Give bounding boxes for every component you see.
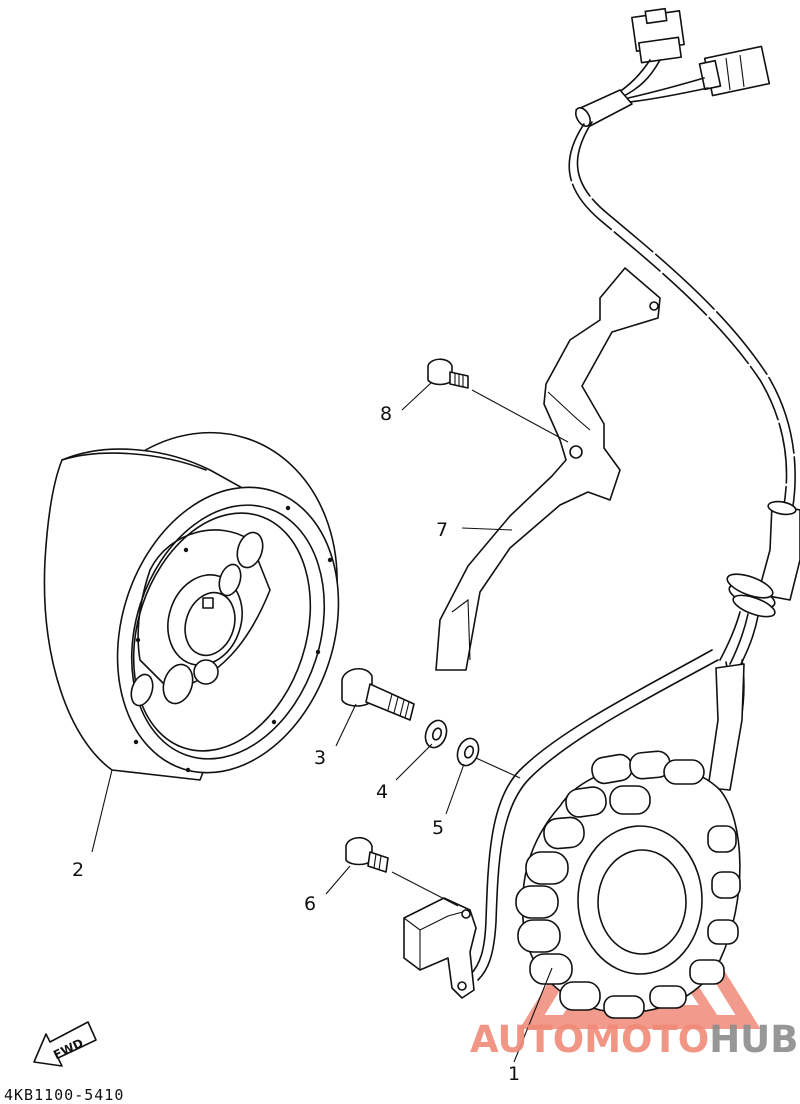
watermark: AUTOMOTOHUB bbox=[470, 1018, 798, 1061]
part-3-bolt-icon bbox=[341, 668, 415, 721]
part-1-stator-assembly bbox=[515, 750, 741, 1019]
fwd-arrow-icon: FWD bbox=[33, 1021, 97, 1067]
callout-8: 8 bbox=[380, 403, 392, 425]
coupler-connector-icon bbox=[631, 7, 685, 64]
wire-harness bbox=[469, 7, 800, 981]
leader-lines bbox=[91, 381, 569, 1063]
coupler-connector-2-icon bbox=[698, 45, 771, 97]
figure-code: 4KB1100-5410 bbox=[4, 1086, 124, 1104]
callout-6: 6 bbox=[304, 893, 316, 915]
part-8-screw-icon bbox=[427, 358, 469, 389]
part-6-screw-icon bbox=[345, 836, 389, 873]
callout-3: 3 bbox=[314, 747, 326, 769]
pickup-coil bbox=[403, 897, 477, 999]
part-4-washer-icon bbox=[424, 719, 448, 749]
watermark-part1: AUTOMOTO bbox=[470, 1018, 709, 1061]
stator-coil-poles bbox=[515, 750, 741, 1019]
svg-text:AUTOMOTOHUB: AUTOMOTOHUB bbox=[470, 1018, 798, 1061]
callout-4: 4 bbox=[376, 781, 388, 803]
grommet bbox=[726, 573, 776, 618]
part-5-washer-icon bbox=[456, 737, 480, 767]
callout-1: 1 bbox=[508, 1063, 520, 1085]
watermark-part2: HUB bbox=[709, 1018, 798, 1061]
callout-7: 7 bbox=[436, 519, 448, 541]
callout-2: 2 bbox=[72, 859, 84, 881]
part-7-plate bbox=[435, 267, 661, 671]
part-2-flywheel-rotor bbox=[43, 431, 340, 781]
callout-5: 5 bbox=[432, 817, 444, 839]
callout-numbers: 1 2 3 4 5 6 7 8 bbox=[72, 403, 520, 1085]
